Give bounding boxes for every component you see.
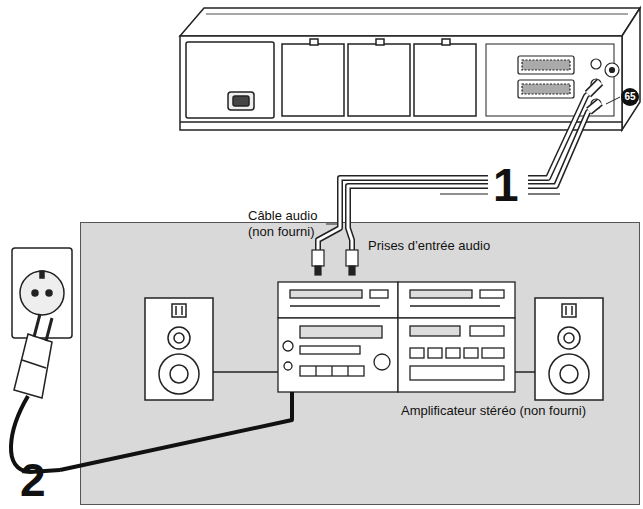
rca-plug (589, 102, 600, 111)
scart-socket (522, 60, 570, 70)
video-recorder (233, 96, 249, 106)
wall-socket (32, 290, 38, 296)
rca-jack (591, 59, 619, 109)
audio-cable (528, 193, 560, 194)
scart-socket (518, 80, 574, 98)
wall-socket (46, 290, 52, 296)
video-recorder (180, 8, 640, 130)
device-panel: Amplificateur stéréo (non fourni) (80, 222, 640, 505)
video-recorder (228, 92, 254, 110)
part-name: Câble audio (non fourni) (248, 208, 326, 240)
mains-plug (14, 334, 52, 398)
rca-jack (610, 68, 615, 73)
device-label: Amplificateur stéréo (non fourni) (401, 403, 631, 419)
wall-socket (12, 248, 72, 338)
audio-cable (528, 84, 598, 178)
rca-jack (605, 63, 619, 77)
rca-jack (591, 59, 601, 69)
video-recorder (486, 44, 614, 116)
rca-plug (589, 102, 600, 111)
rca-plug (588, 82, 600, 94)
rca-jack (591, 99, 601, 109)
callout-leader (606, 97, 620, 104)
mains-plug (46, 318, 52, 341)
wall-socket (40, 271, 44, 278)
step-number: 2 (20, 455, 54, 505)
video-recorder (282, 44, 344, 116)
video-recorder (206, 14, 628, 15)
mains-plug (34, 314, 40, 337)
wall-socket (20, 271, 64, 315)
rca-jack (591, 79, 601, 89)
video-recorder (180, 8, 640, 36)
mains-plug (22, 360, 46, 368)
audio-cable (528, 104, 598, 186)
video-recorder (186, 42, 274, 118)
part-name: Prises d’entrée audio (368, 238, 518, 254)
mains-plug (14, 314, 52, 398)
video-recorder (622, 8, 640, 130)
callout-number: 65 (621, 88, 639, 106)
scart-socket (522, 84, 570, 94)
rca-plug (588, 82, 600, 94)
scart-socket (518, 56, 574, 98)
scart-socket (518, 56, 574, 74)
video-recorder (310, 39, 318, 45)
wall-socket (12, 248, 72, 338)
audio-cable (528, 104, 598, 186)
step-number: 1 (493, 160, 527, 210)
audio-cable (528, 84, 598, 178)
video-recorder (180, 121, 622, 123)
video-recorder (180, 36, 622, 130)
video-recorder (376, 39, 384, 45)
callout-leader (606, 97, 620, 104)
video-recorder (348, 44, 410, 116)
audio-cable (440, 193, 488, 194)
video-recorder (414, 44, 476, 116)
video-recorder (442, 39, 450, 45)
